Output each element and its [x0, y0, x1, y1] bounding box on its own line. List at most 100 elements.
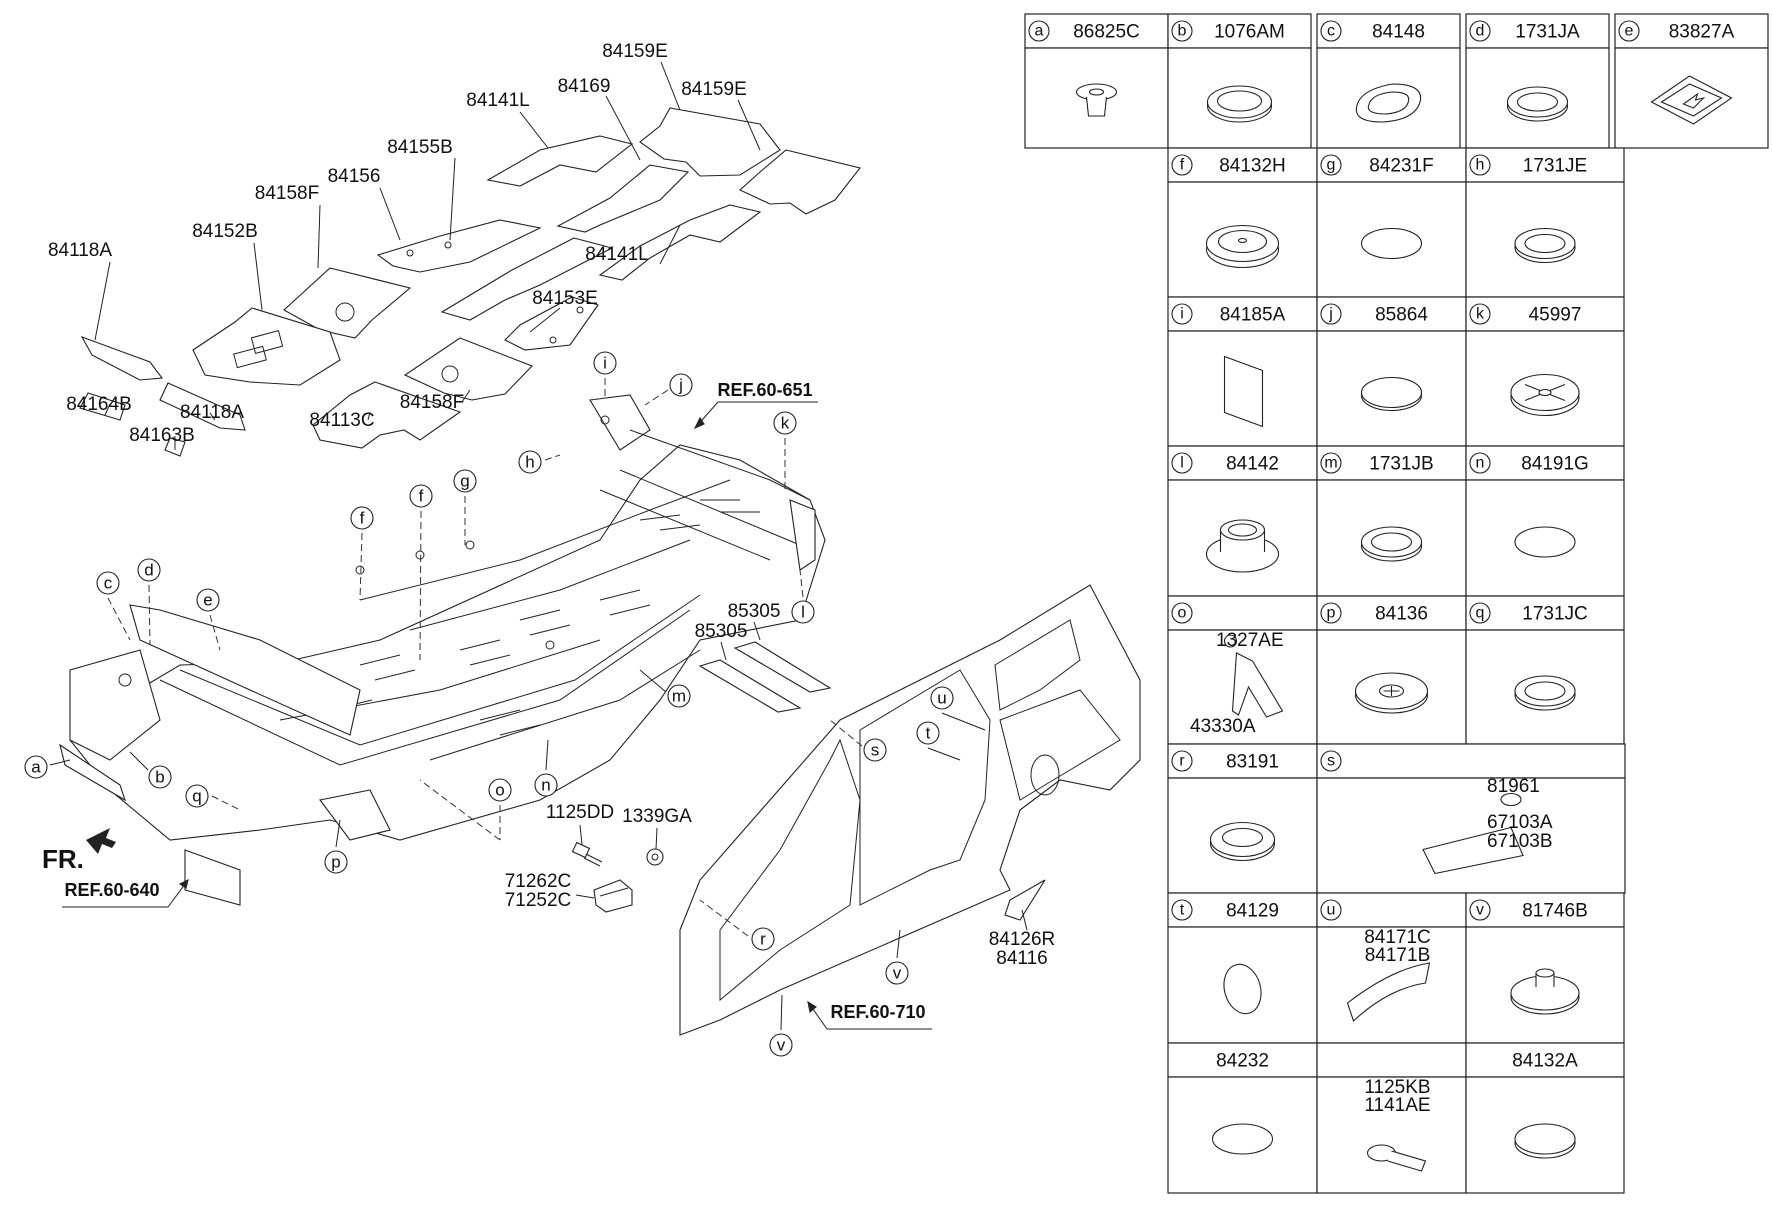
- part-label-1339ga[interactable]: 1339GA: [622, 806, 692, 827]
- bolt-1125dd[interactable]: [571, 841, 603, 867]
- pad-84152b[interactable]: [192, 307, 341, 386]
- pad-84159e-right[interactable]: [739, 149, 861, 215]
- callout-f[interactable]: f: [350, 506, 374, 530]
- legend-cell-r7c2[interactable]: 84132A: [1465, 1042, 1625, 1194]
- pad-84158f-lower[interactable]: [403, 337, 533, 401]
- part-label-84158f[interactable]: 84158F: [400, 392, 464, 413]
- callout-i[interactable]: i: [593, 351, 617, 375]
- callout-l[interactable]: l: [791, 600, 815, 624]
- pad-84169[interactable]: [556, 164, 690, 233]
- part-label-84169[interactable]: 84169: [558, 76, 611, 97]
- part-label-84159e[interactable]: 84159E: [602, 41, 668, 62]
- pad-84126r[interactable]: [1004, 879, 1046, 921]
- callout-r[interactable]: r: [751, 927, 775, 951]
- pad-84156[interactable]: [376, 219, 542, 273]
- pad-84113c[interactable]: [312, 381, 462, 449]
- bracket-71262c[interactable]: [593, 879, 633, 913]
- callout-t[interactable]: t: [916, 721, 940, 745]
- callout-g[interactable]: g: [453, 469, 477, 493]
- part-label-84153e[interactable]: 84153E: [532, 288, 598, 309]
- part-label-85305[interactable]: 85305: [728, 601, 781, 622]
- ref-label[interactable]: REF.60-640: [64, 880, 159, 900]
- callout-d[interactable]: d: [137, 558, 161, 582]
- part-label-1125dd[interactable]: 1125DD: [546, 802, 614, 823]
- part-label-71252c[interactable]: 71252C: [505, 890, 572, 911]
- pad-84155b[interactable]: [440, 237, 614, 321]
- part-label-71262c[interactable]: 71262C: [505, 871, 572, 892]
- callout-m[interactable]: m: [667, 684, 691, 708]
- part-label-84118a[interactable]: 84118A: [180, 402, 244, 423]
- star-plug-icon: [1354, 672, 1429, 714]
- legend-part-number: 85864: [1375, 305, 1428, 326]
- nut-1339ga[interactable]: [646, 848, 664, 866]
- pad-84153e[interactable]: [504, 296, 599, 351]
- pad-84164b[interactable]: [79, 392, 126, 421]
- strip-85305-upper[interactable]: [733, 641, 832, 693]
- callout-c[interactable]: c: [96, 571, 120, 595]
- front-rail[interactable]: [184, 849, 241, 906]
- callout-j[interactable]: j: [669, 373, 693, 397]
- callout-f[interactable]: f: [409, 484, 433, 508]
- ref-label[interactable]: REF.60-710: [830, 1002, 925, 1022]
- pad-84118a-upper[interactable]: [80, 335, 164, 381]
- ref-label[interactable]: REF.60-651: [717, 380, 812, 400]
- part-label-84141l[interactable]: 84141L: [466, 90, 529, 111]
- part-label-84126r[interactable]: 84126R: [989, 929, 1056, 950]
- part-label-84155b[interactable]: 84155B: [387, 137, 453, 158]
- part-label-84118a[interactable]: 84118A: [48, 240, 112, 261]
- part-label-84113c[interactable]: 84113C: [309, 410, 374, 431]
- part-label-84163b[interactable]: 84163B: [129, 425, 195, 446]
- callout-q[interactable]: q: [185, 784, 209, 808]
- pad-84141l-top[interactable]: [486, 135, 634, 187]
- pad-84159e-upper[interactable]: [639, 107, 781, 177]
- legend-cell-r7c0[interactable]: 84232: [1167, 1042, 1318, 1194]
- part-label-85305[interactable]: 85305: [695, 621, 748, 642]
- pad-84118a-lower[interactable]: [159, 382, 246, 431]
- floor-outline[interactable]: [69, 444, 826, 841]
- part-label-84158f[interactable]: 84158F: [255, 183, 319, 204]
- part-label-84164b[interactable]: 84164B: [66, 394, 132, 415]
- callout-u[interactable]: u: [930, 686, 954, 710]
- pad-84141l-lower[interactable]: [598, 204, 762, 281]
- callout-k[interactable]: k: [773, 411, 797, 435]
- callout-h[interactable]: h: [518, 450, 542, 474]
- part-label-84141l[interactable]: 84141L: [585, 244, 648, 265]
- part-label-84116[interactable]: 84116: [996, 948, 1047, 969]
- callout-a[interactable]: a: [24, 755, 48, 779]
- callout-p[interactable]: p: [324, 850, 348, 874]
- callout-n[interactable]: n: [534, 773, 558, 797]
- callout-o[interactable]: o: [488, 778, 512, 802]
- callout-b[interactable]: b: [148, 765, 172, 789]
- part-label-84152b[interactable]: 84152B: [192, 221, 258, 242]
- callout-s[interactable]: s: [863, 738, 887, 762]
- callout-e[interactable]: e: [196, 588, 220, 612]
- part-label-84156[interactable]: 84156: [328, 166, 381, 187]
- strip-85305-lower[interactable]: [698, 659, 802, 713]
- part-label-84159e[interactable]: 84159E: [681, 79, 747, 100]
- callout-v[interactable]: v: [885, 961, 909, 985]
- callout-v[interactable]: v: [769, 1033, 793, 1057]
